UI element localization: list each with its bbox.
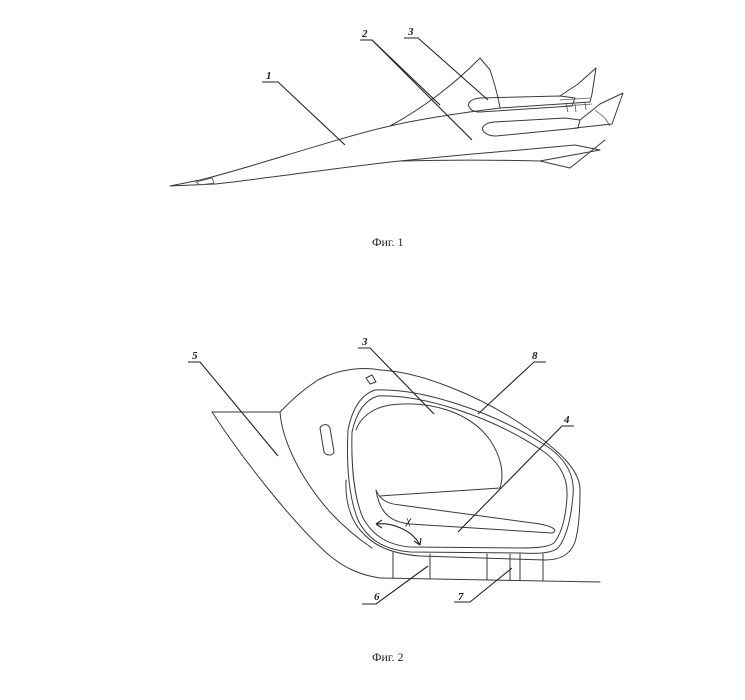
leader-line-1 bbox=[262, 81, 346, 146]
figure-1-callouts: 1 2 3 bbox=[262, 26, 489, 146]
aircraft-nose-detail bbox=[195, 177, 215, 186]
canopy-rail bbox=[375, 489, 556, 534]
figure-1-caption: Фиг. 1 bbox=[372, 235, 403, 249]
canopy-latch bbox=[365, 374, 377, 385]
leader-line-2b bbox=[371, 39, 473, 141]
callout-5: 5 bbox=[192, 350, 198, 362]
callout-3-fig2: 3 bbox=[361, 336, 368, 348]
callout-8: 8 bbox=[532, 350, 538, 362]
leader-line-4 bbox=[457, 425, 574, 533]
figure-2-canopy-drawing: χ bbox=[211, 368, 601, 583]
callout-2: 2 bbox=[361, 28, 368, 40]
canopy-glazing bbox=[355, 403, 503, 497]
leader-line-7 bbox=[454, 567, 513, 603]
canopy-frame-inner bbox=[351, 395, 568, 549]
aircraft-fuselage bbox=[169, 101, 591, 187]
fuselage-inner-contour bbox=[279, 411, 373, 549]
angle-symbol: χ bbox=[405, 513, 412, 527]
leader-line-3 bbox=[404, 37, 489, 101]
canopy-support-6 bbox=[392, 551, 431, 579]
figure-2-callouts: 5 3 8 4 6 7 bbox=[188, 336, 574, 605]
canopy-outer-shell bbox=[345, 369, 581, 561]
canopy-support-7 bbox=[486, 553, 544, 581]
leader-line-6 bbox=[362, 565, 429, 605]
aircraft-tail-fin-near bbox=[574, 92, 624, 129]
callout-7: 7 bbox=[458, 591, 464, 603]
callout-1: 1 bbox=[266, 70, 272, 82]
leader-line-5 bbox=[188, 361, 279, 457]
callout-6: 6 bbox=[374, 591, 380, 603]
callout-3: 3 bbox=[407, 26, 414, 38]
leader-line-8 bbox=[477, 361, 546, 415]
aircraft-tail-detail bbox=[559, 97, 611, 127]
aircraft-wing-far bbox=[389, 57, 501, 127]
figure-1-aircraft-drawing bbox=[169, 57, 624, 187]
aircraft-wing-near bbox=[399, 144, 601, 162]
aircraft-engine-nacelle-upper bbox=[467, 95, 576, 113]
angle-arrow-head-1 bbox=[375, 519, 383, 529]
angle-arc bbox=[375, 523, 421, 546]
canopy-frame bbox=[347, 389, 574, 554]
fuselage-nose-body bbox=[211, 368, 601, 583]
aircraft-tail-fin-far bbox=[559, 67, 597, 103]
figure-2-caption: Фиг. 2 bbox=[372, 650, 403, 664]
leader-line-3-fig2 bbox=[358, 347, 435, 415]
aircraft-wing-trailing bbox=[539, 139, 606, 169]
aircraft-engine-nacelle-lower bbox=[481, 117, 581, 137]
callout-4: 4 bbox=[563, 414, 570, 426]
side-window bbox=[319, 424, 335, 456]
angle-arrow-head-2 bbox=[413, 537, 422, 546]
